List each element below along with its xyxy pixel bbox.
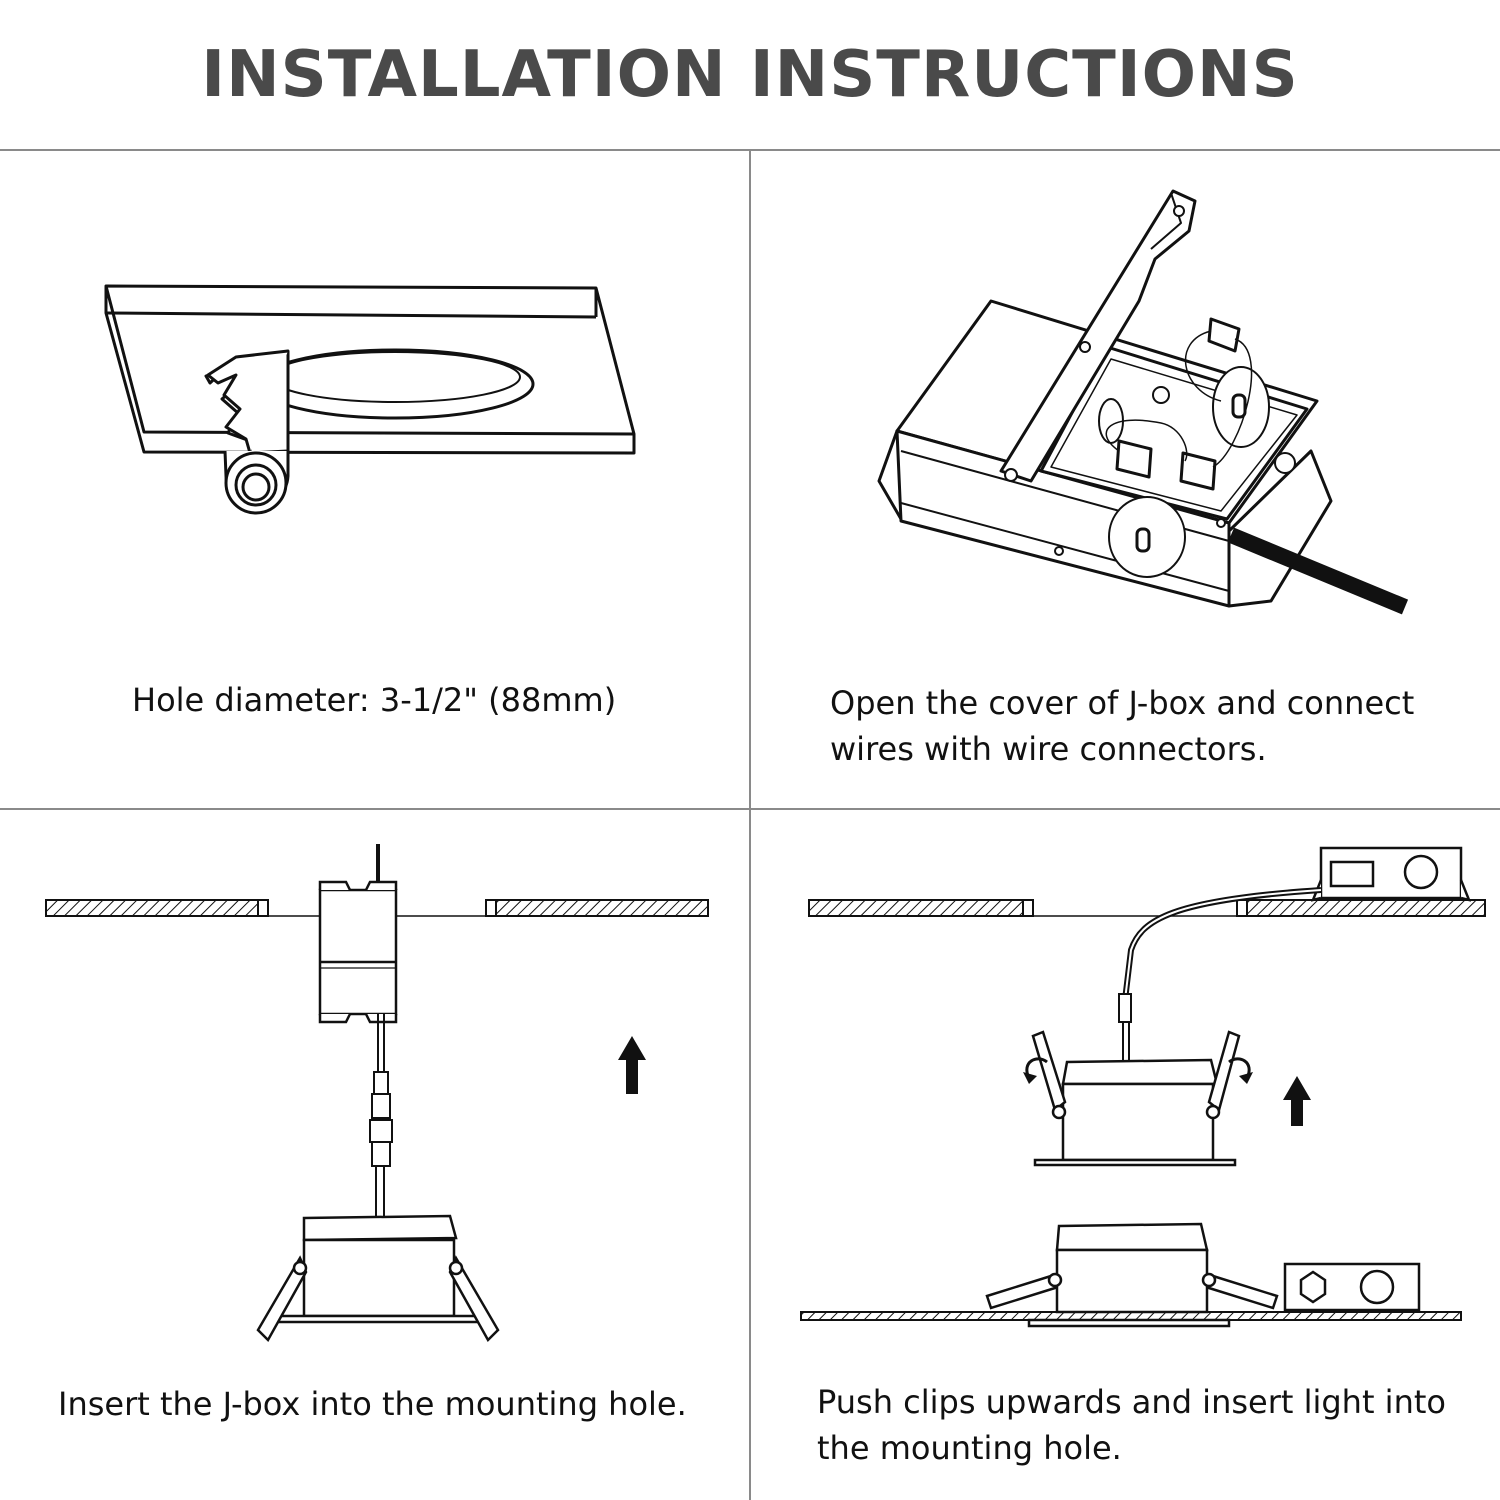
step-1-panel: Hole diameter: 3-1/2" (88mm) — [0, 151, 749, 808]
step-1-caption: Hole diameter: 3-1/2" (88mm) — [132, 681, 617, 719]
step-2-panel: Open the cover of J-box and connect wire… — [751, 151, 1500, 808]
step-4-caption: Push clips upwards and insert light into… — [817, 1383, 1446, 1467]
column-divider — [749, 150, 751, 1500]
step-2-caption: Open the cover of J-box and connect wire… — [830, 684, 1415, 768]
step-3-caption: Insert the J-box into the mounting hole. — [58, 1385, 687, 1423]
saw-cutting-hole-icon — [104, 284, 636, 515]
step-4-panel: Push clips upwards and insert light into… — [751, 810, 1500, 1500]
page-title: INSTALLATION INSTRUCTIONS — [201, 38, 1299, 112]
junction-box-wiring-icon — [877, 189, 1409, 615]
insert-jbox-icon — [45, 844, 709, 1343]
insert-light-icon — [800, 846, 1486, 1328]
step-3-panel: Insert the J-box into the mounting hole. — [0, 810, 749, 1500]
